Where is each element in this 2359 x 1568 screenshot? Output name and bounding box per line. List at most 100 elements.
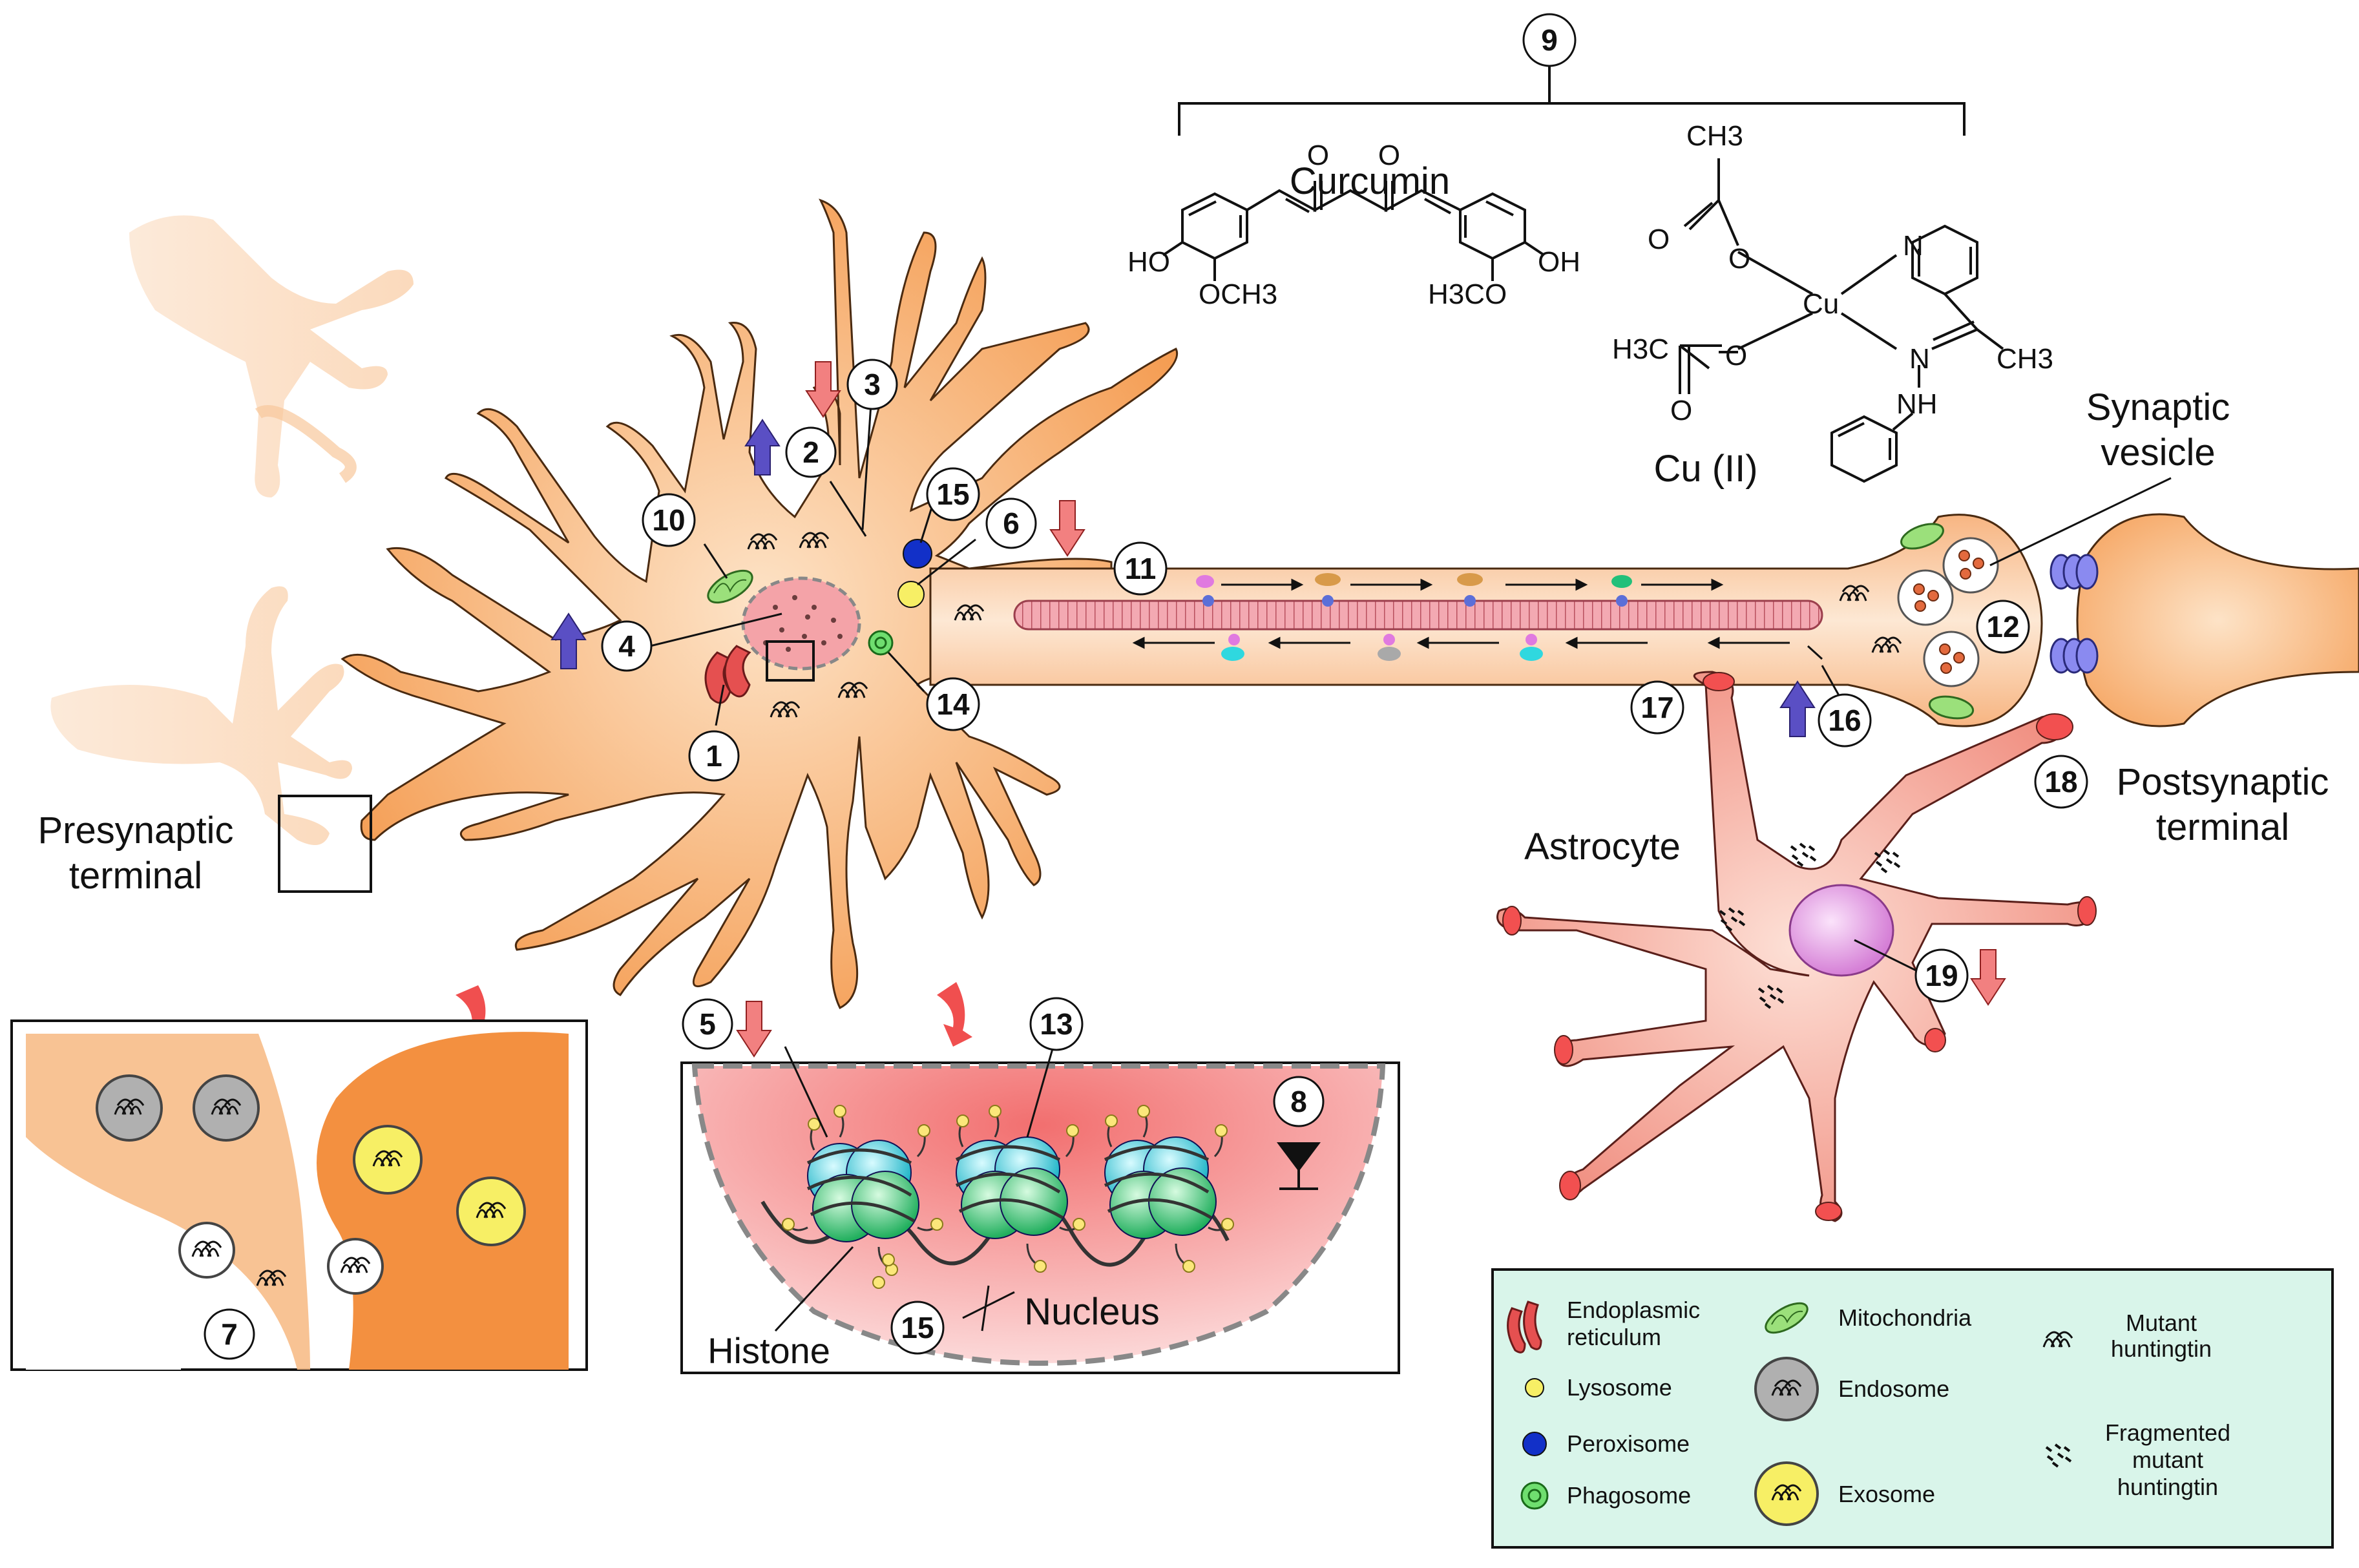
astrocyte-nucleus xyxy=(1788,884,1894,977)
legend: Endoplasmic reticulum Lysosome Peroxisom… xyxy=(1491,1268,2334,1549)
svg-text:1: 1 xyxy=(706,739,722,773)
svg-text:6: 6 xyxy=(1003,507,1020,540)
down-arrow-19 xyxy=(1970,949,2006,1006)
synapse-zoom-box xyxy=(10,795,588,1371)
up-arrow-2 xyxy=(744,419,781,476)
lysosome-icon xyxy=(897,581,925,608)
postsynaptic-terminal xyxy=(2050,513,2359,727)
peroxisome-icon xyxy=(1522,1432,1547,1456)
lysosome-icon xyxy=(1525,1378,1544,1397)
marker-7: 7 xyxy=(204,1308,255,1360)
svg-text:O: O xyxy=(1648,224,1670,255)
legend-endosome: Endosome xyxy=(1838,1375,1949,1402)
marker-15-nucleus: 15 xyxy=(890,1301,945,1355)
bracket-9 xyxy=(1178,65,1966,136)
up-arrow-16 xyxy=(1779,680,1816,737)
down-arrow-3 xyxy=(805,361,841,418)
marker-17: 17 xyxy=(1630,680,1684,735)
labels: Presynaptic terminal Postsynaptic termin… xyxy=(37,160,2329,897)
svg-text:5: 5 xyxy=(699,1007,716,1041)
curcumin-label: Curcumin xyxy=(1290,160,1450,202)
svg-text:17: 17 xyxy=(1641,691,1673,724)
svg-text:15: 15 xyxy=(936,477,969,511)
marker-5: 5 xyxy=(682,998,733,1050)
legend-fragmented-line3: huntingtin xyxy=(2117,1474,2218,1500)
marker-19: 19 xyxy=(1914,948,1969,1003)
marker-4: 4 xyxy=(601,620,653,672)
phagosome-icon xyxy=(868,630,894,656)
legend-fragmented-line1: Fragmented xyxy=(2105,1419,2230,1446)
motor-proteins xyxy=(1196,573,1632,661)
legend-lysosome: Lysosome xyxy=(1567,1374,1672,1401)
svg-text:O: O xyxy=(1670,395,1692,426)
legend-mutant-line1: Mutant xyxy=(2126,1310,2197,1336)
synaptic-vesicle-label-line2: vesicle xyxy=(2101,432,2215,474)
marker-8: 8 xyxy=(1273,1076,1325,1127)
postsynaptic-label-line2: terminal xyxy=(2156,806,2289,848)
presynaptic-label-line2: terminal xyxy=(69,855,202,897)
histone-2 xyxy=(955,1136,1068,1239)
svg-text:16: 16 xyxy=(1828,704,1861,737)
svg-text:9: 9 xyxy=(1541,23,1558,57)
curcumin-atoms: O O HO OCH3 H3CO OH xyxy=(1127,140,1580,310)
peroxisome-icon xyxy=(903,539,932,569)
marker-14: 14 xyxy=(926,677,980,731)
marker-9: 9 xyxy=(1522,13,1577,67)
svg-text:3: 3 xyxy=(864,368,881,401)
svg-text:2: 2 xyxy=(802,435,819,469)
er-icon xyxy=(1507,1301,1542,1354)
histone-3 xyxy=(1104,1136,1217,1239)
axon-terminal-contents xyxy=(1897,523,1999,720)
legend-er-line2: reticulum xyxy=(1567,1324,1661,1350)
nucleus-label: Nucleus xyxy=(1024,1291,1160,1333)
copper-complex-atoms: CH3 O O Cu N H3C O O N CH3 NH xyxy=(1612,120,2053,426)
up-arrow-4 xyxy=(550,612,587,669)
svg-text:Cu: Cu xyxy=(1803,288,1839,320)
svg-text:OCH3: OCH3 xyxy=(1199,278,1277,310)
marker-2: 2 xyxy=(785,426,837,478)
receptors xyxy=(2050,554,2099,674)
inhibitor-symbol xyxy=(1277,1142,1321,1190)
svg-text:19: 19 xyxy=(1925,959,1958,992)
svg-text:N: N xyxy=(1903,230,1924,262)
cu2-label: Cu (II) xyxy=(1653,448,1757,490)
svg-text:13: 13 xyxy=(1040,1007,1073,1041)
postsynaptic-label-line1: Postsynaptic xyxy=(2117,761,2329,803)
presynaptic-neuron-top xyxy=(129,215,414,497)
svg-text:7: 7 xyxy=(221,1317,238,1351)
svg-text:NH: NH xyxy=(1896,388,1938,420)
axon xyxy=(929,514,2043,727)
marker-13: 13 xyxy=(1029,997,1084,1051)
svg-text:18: 18 xyxy=(2044,765,2077,799)
svg-text:CH3: CH3 xyxy=(1686,120,1743,152)
marker-3: 3 xyxy=(846,359,898,410)
acetyl-groups xyxy=(787,1111,1229,1271)
presynaptic-label-line1: Presynaptic xyxy=(37,810,233,852)
legend-mutant-line2: huntingtin xyxy=(2111,1335,2212,1362)
marker-6: 6 xyxy=(985,497,1037,549)
svg-text:14: 14 xyxy=(936,687,970,721)
svg-text:O: O xyxy=(1728,243,1750,275)
endoplasmic-reticulum-icon xyxy=(704,645,751,704)
endosome-icon xyxy=(1754,1357,1819,1421)
mitochondria-icon xyxy=(707,569,753,604)
astrocyte-label: Astrocyte xyxy=(1524,826,1681,868)
histone-label: Histone xyxy=(708,1330,830,1371)
svg-text:10: 10 xyxy=(652,503,685,537)
marker-12: 12 xyxy=(1976,600,2030,654)
down-arrow-5 xyxy=(736,1001,772,1058)
presynaptic-neuron-bottom xyxy=(50,586,352,845)
synaptic-vesicle-label-line1: Synaptic xyxy=(2086,386,2230,428)
down-arrow-6 xyxy=(1049,500,1085,557)
legend-mitochondria: Mitochondria xyxy=(1838,1304,1972,1331)
numbered-markers: 1 2 3 4 5 6 7 8 9 10 11 12 13 14 15 15 1… xyxy=(204,13,2088,1360)
svg-text:O: O xyxy=(1307,140,1329,171)
phagosome-icon xyxy=(1520,1481,1549,1510)
mitochondria-icon xyxy=(1765,1302,1809,1334)
svg-text:N: N xyxy=(1909,343,1930,375)
svg-text:11: 11 xyxy=(1125,552,1157,585)
svg-text:O: O xyxy=(1725,340,1747,371)
svg-text:CH3: CH3 xyxy=(1997,343,2053,375)
svg-text:H3C: H3C xyxy=(1612,333,1669,365)
